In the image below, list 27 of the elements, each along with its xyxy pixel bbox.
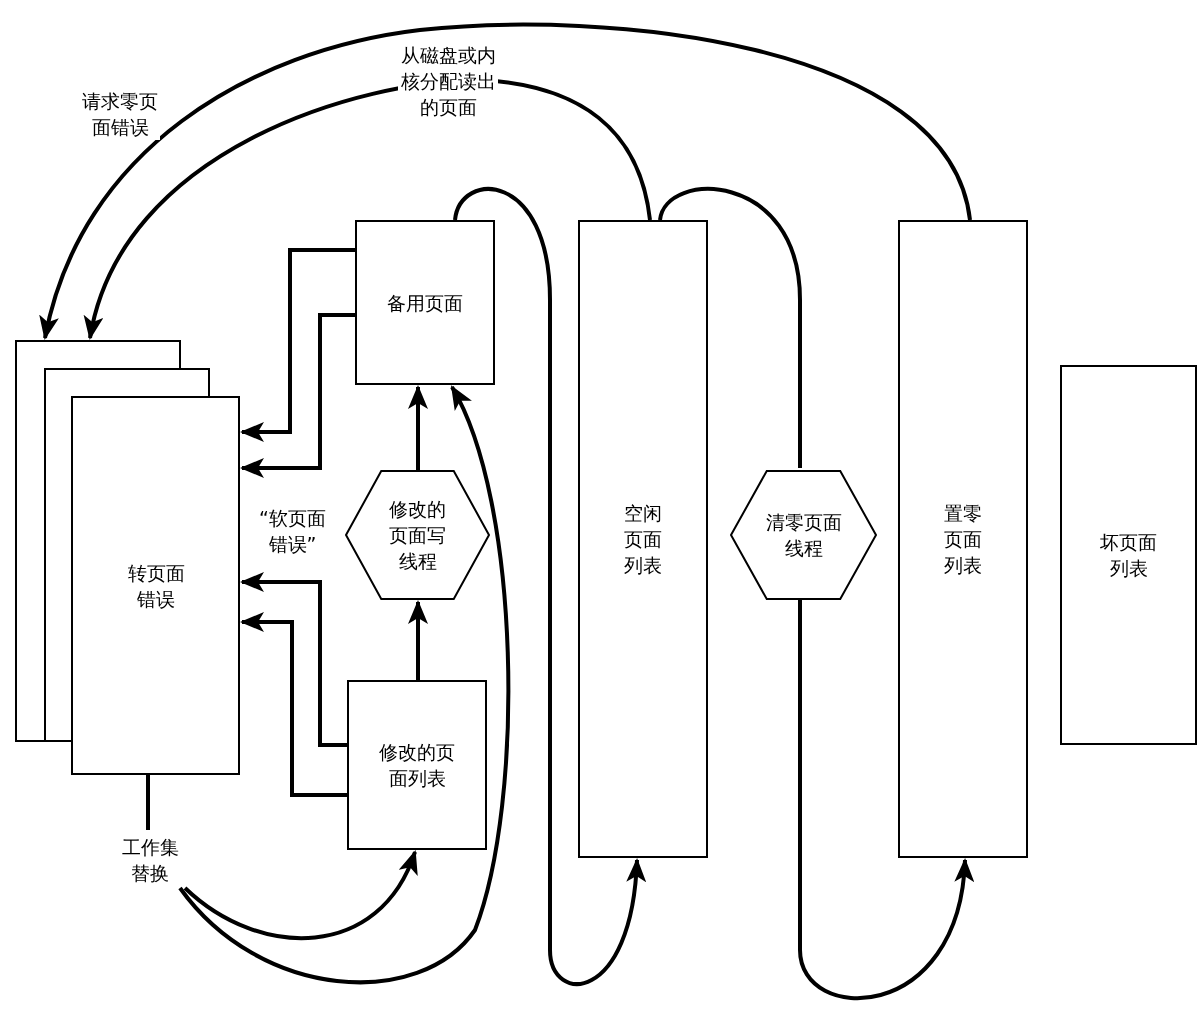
node-label: 备用页面 bbox=[386, 290, 464, 316]
arrow bbox=[178, 385, 511, 985]
arrow bbox=[798, 600, 973, 1001]
connector-line bbox=[658, 187, 802, 468]
arrow bbox=[240, 313, 355, 478]
connector-line bbox=[146, 775, 150, 830]
arrow bbox=[408, 600, 428, 680]
list-box bbox=[347, 680, 487, 850]
node-label: 转页面错误 bbox=[126, 561, 186, 612]
arrow bbox=[240, 612, 347, 797]
arrow bbox=[240, 572, 347, 747]
arrow bbox=[240, 248, 355, 442]
node-label: 清零页面线程 bbox=[764, 510, 843, 561]
node-label: 修改的页面写线程 bbox=[388, 497, 447, 574]
list-box bbox=[355, 220, 495, 385]
node-label: 修改的页面列表 bbox=[378, 740, 456, 791]
list-box bbox=[1060, 365, 1197, 745]
node-label: 空闲页面列表 bbox=[623, 501, 663, 578]
list-box bbox=[898, 220, 1028, 858]
list-box bbox=[578, 220, 708, 858]
arrow bbox=[183, 850, 417, 940]
arrow bbox=[408, 385, 428, 470]
arrow bbox=[453, 187, 646, 986]
note-text: 工作集替换 bbox=[120, 835, 180, 886]
node-label: 置零页面列表 bbox=[943, 501, 983, 578]
arrow bbox=[40, 22, 972, 340]
node-label: 坏页面列表 bbox=[1099, 530, 1158, 581]
